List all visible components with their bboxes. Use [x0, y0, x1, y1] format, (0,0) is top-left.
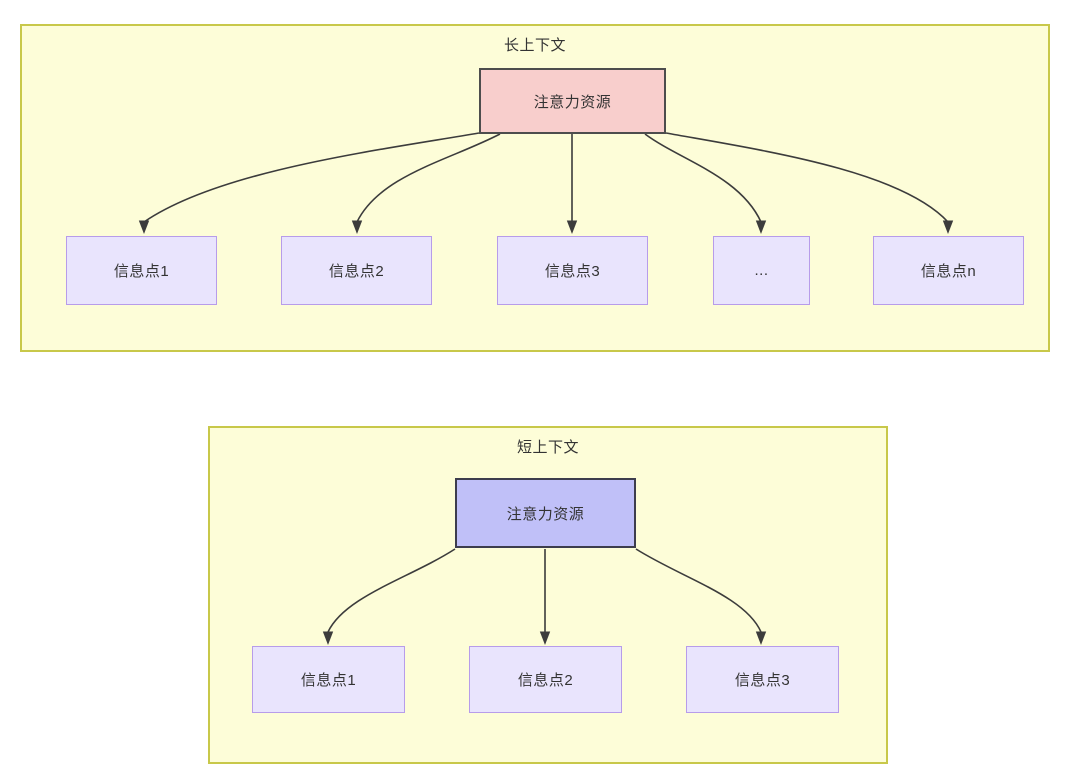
- long-context-attention-node[interactable]: 注意力资源: [479, 68, 666, 134]
- node-label: 信息点3: [544, 263, 601, 280]
- short-context-info-node-3[interactable]: 信息点3: [686, 646, 839, 713]
- node-label: 信息点2: [328, 263, 385, 280]
- short-context-info-node-1[interactable]: 信息点1: [252, 646, 405, 713]
- long-context-info-node-n[interactable]: 信息点n: [873, 236, 1024, 305]
- node-label: 信息点2: [517, 672, 574, 689]
- node-label: 信息点1: [300, 672, 357, 689]
- short-context-attention-node[interactable]: 注意力资源: [455, 478, 636, 548]
- node-label: 注意力资源: [506, 505, 585, 523]
- long-context-info-node-1[interactable]: 信息点1: [66, 236, 217, 305]
- node-label: 信息点1: [113, 263, 170, 280]
- long-context-info-node-3[interactable]: 信息点3: [497, 236, 648, 305]
- short-context-container: 短上下文: [208, 426, 888, 764]
- node-label: 信息点3: [734, 672, 791, 689]
- short-context-title: 短上下文: [516, 439, 579, 456]
- long-context-title: 长上下文: [503, 37, 566, 54]
- node-label: 信息点n: [920, 263, 977, 280]
- short-context-info-node-2[interactable]: 信息点2: [469, 646, 622, 713]
- long-context-info-node-ellipsis[interactable]: ...: [713, 236, 810, 305]
- node-label: ...: [754, 262, 769, 279]
- long-context-info-node-2[interactable]: 信息点2: [281, 236, 432, 305]
- node-label: 注意力资源: [533, 93, 612, 111]
